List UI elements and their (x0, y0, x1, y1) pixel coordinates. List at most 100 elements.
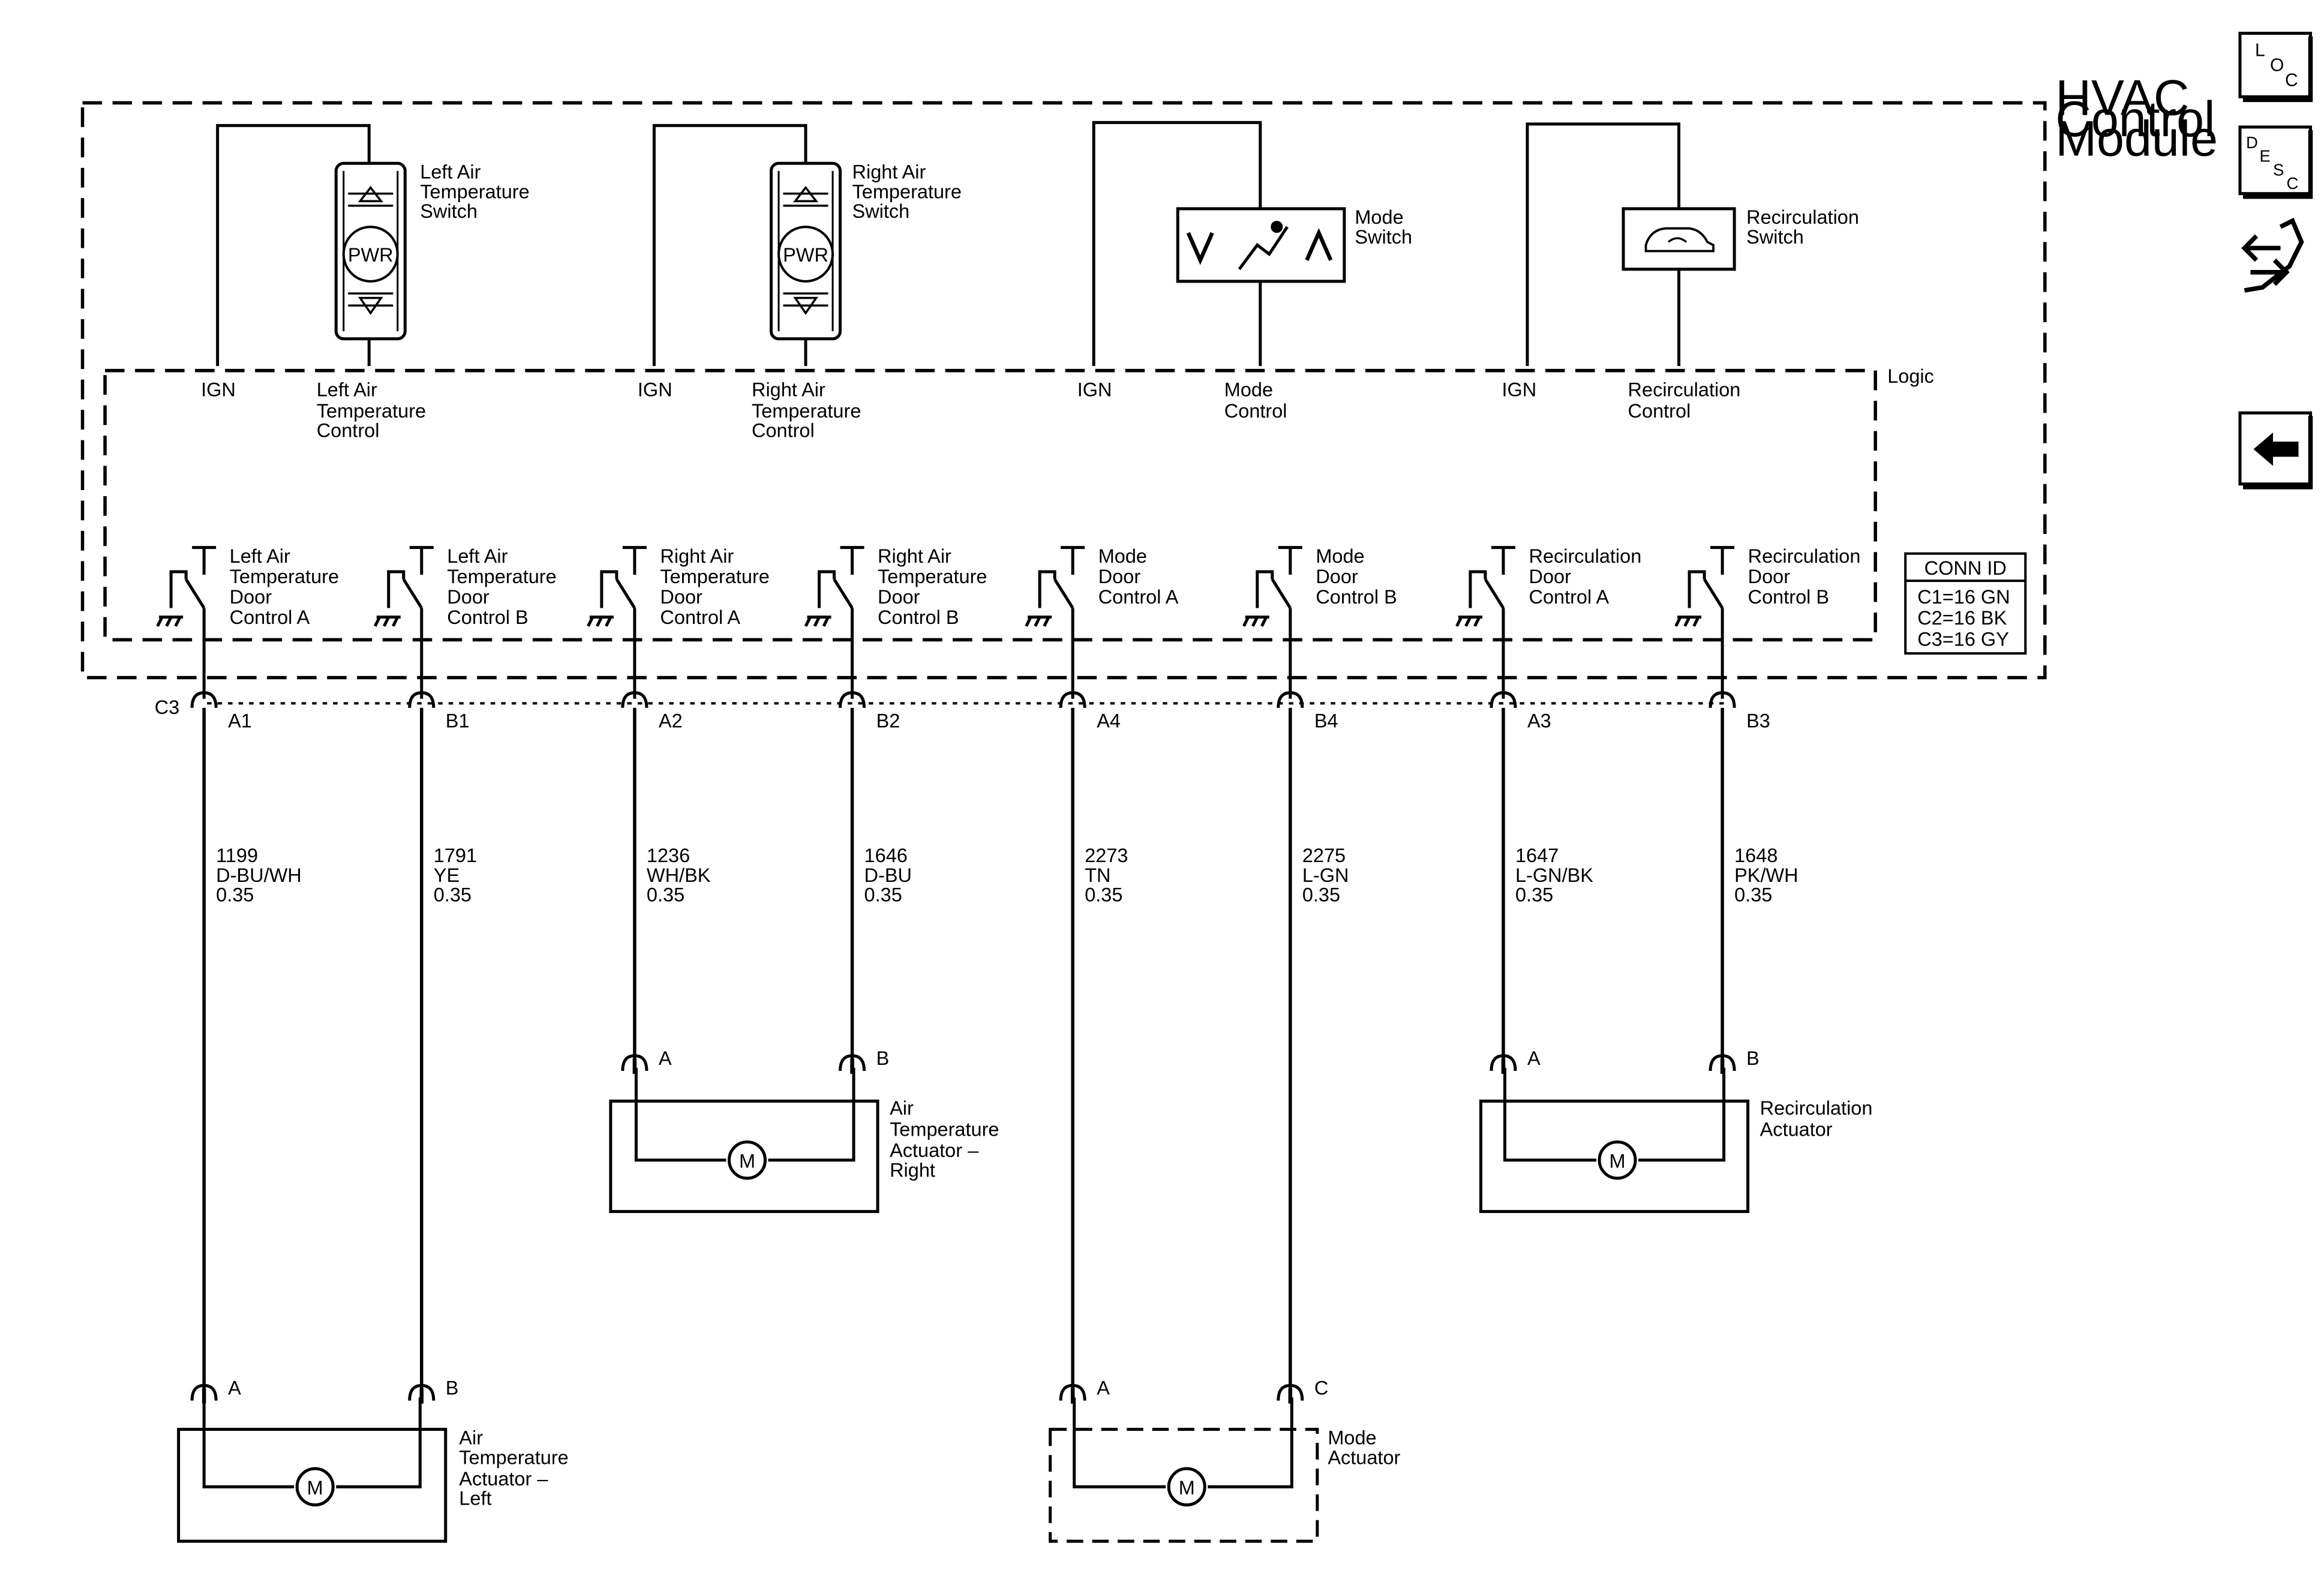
wire-gauge: 0.35 (1515, 883, 1553, 905)
loc-letter: C (2285, 71, 2298, 91)
logic-input-labels: IGN Left Air Temperature Control IGN Rig… (201, 378, 1740, 441)
right-control-label-line: Control (752, 419, 815, 441)
right-actuator-name-line: Right (890, 1158, 935, 1181)
load-connector-pin (1490, 1054, 1517, 1071)
recirculation-actuator-name-line: Recirculation (1760, 1097, 1873, 1119)
location-button[interactable]: L O C (2238, 31, 2313, 103)
driver-ground-lead (600, 570, 618, 608)
load-connector-pin (1709, 1054, 1736, 1071)
module-name: HVAC Control Module (2055, 70, 2218, 166)
recirculation-ign-label: IGN (1502, 378, 1536, 400)
driver-supply (1278, 546, 1302, 572)
c3-pin-label: A1 (228, 710, 252, 732)
load-connector-pin (190, 1383, 218, 1401)
load-pin-label: C (1314, 1376, 1328, 1398)
door-control-label: Door (1748, 565, 1791, 587)
c3-pin-label: A2 (659, 710, 683, 732)
driver-supply (192, 546, 217, 572)
c3-pin-label: B3 (1746, 710, 1770, 732)
driver-blade (1484, 571, 1505, 678)
left-switch-name-line: Switch (420, 200, 478, 222)
ground-symbol (1674, 616, 1702, 627)
mode-actuator (1049, 1397, 1319, 1543)
air-temperature-actuator-left (177, 1397, 448, 1543)
left-control-label-line: Temperature (317, 400, 426, 422)
recirculation-actuator (1479, 1067, 1750, 1213)
motor-symbol: M (1610, 1149, 1626, 1172)
door-control-label: Control B (447, 606, 528, 628)
door-control-driver (374, 546, 436, 708)
door-control-label: Temperature (660, 565, 769, 587)
left-actuator-name-line: Actuator – (459, 1467, 548, 1490)
right-ign-label: IGN (638, 378, 672, 400)
load-pin-label: B (1746, 1047, 1759, 1069)
circuit-number: 1199 (216, 844, 258, 866)
left-switch-button-text: PWR (348, 244, 394, 266)
motor-symbol: M (1179, 1476, 1195, 1499)
door-control-label: Door (1529, 565, 1571, 587)
load-connector-pin (621, 1054, 648, 1071)
wire-color: PK/WH (1734, 864, 1798, 886)
wire-color: YE (434, 864, 460, 886)
wire-color: D-BU/WH (216, 864, 302, 886)
ground-symbol (1242, 616, 1269, 627)
door-control-label: Door (1098, 565, 1141, 587)
recirculation-switch (1526, 122, 1736, 367)
left-control-label-line: Left Air (317, 378, 377, 400)
hvac-control-module-boundary (80, 101, 2047, 680)
door-control-label: Door (447, 586, 490, 608)
circuit-number: 2273 (1085, 844, 1128, 866)
right-switch-name-line: Temperature (852, 180, 962, 202)
desc-letter: D (2246, 133, 2258, 152)
connector-c3-label: C3 (155, 696, 180, 718)
c3-pin-label: B1 (446, 710, 470, 732)
motor-symbol: M (739, 1149, 755, 1172)
driver-blade (402, 571, 424, 678)
recirculation-switch-name-line: Recirculation (1746, 206, 1859, 228)
driver-blade (1053, 571, 1074, 678)
driver-ground-lead (1469, 570, 1487, 608)
door-control-label: Door (1316, 565, 1358, 587)
load-connector-pin (1059, 1383, 1086, 1401)
right-actuator-name-line: Actuator – (890, 1139, 979, 1161)
wire-gauge: 0.35 (864, 883, 902, 905)
c3-pin-label: A3 (1527, 710, 1551, 732)
mode-switch (1092, 121, 1346, 367)
circuit-number: 2275 (1302, 844, 1346, 866)
driver-ground-lead (818, 570, 836, 608)
right-air-temperature-switch (652, 124, 842, 367)
left-ign-label: IGN (201, 378, 236, 400)
load-pin-label: A (228, 1376, 241, 1398)
back-arrow-icon[interactable] (2238, 411, 2313, 490)
mode-actuator-name-line: Actuator (1328, 1446, 1400, 1468)
recirculation-switch-name-line: Switch (1746, 226, 1804, 248)
door-control-label: Control B (878, 606, 959, 628)
door-control-label: Temperature (878, 565, 987, 587)
door-control-label: Recirculation (1529, 545, 1641, 567)
door-control-label: Mode (1098, 545, 1147, 567)
driver-blade (833, 571, 854, 678)
wire-color: L-GN/BK (1515, 864, 1593, 886)
door-control-label: Control A (1098, 586, 1179, 608)
module-name-line: Module (2055, 110, 2218, 166)
wire-color: WH/BK (647, 864, 711, 886)
air-temperature-actuator-right (609, 1067, 879, 1213)
recirculation-control-label-line: Recirculation (1628, 378, 1741, 400)
loc-letter: L (2255, 40, 2265, 60)
right-switch-name-line: Right Air (852, 160, 926, 182)
right-control-label-line: Temperature (752, 400, 861, 422)
right-switch-button-text: PWR (783, 244, 828, 266)
driver-supply (840, 546, 864, 572)
ground-symbol (804, 616, 831, 627)
description-button[interactable]: D E S C (2238, 125, 2313, 199)
loc-letter: O (2270, 55, 2284, 75)
ground-symbol (374, 616, 401, 627)
circuit-number: 1647 (1515, 844, 1559, 866)
left-control-label-line: Control (317, 419, 380, 441)
door-control-label: Mode (1316, 545, 1364, 567)
left-actuator-name-line: Temperature (459, 1446, 568, 1468)
right-actuator-name-line: Air (890, 1097, 914, 1119)
c3-pin-label: A4 (1097, 710, 1121, 732)
connector-view-icon[interactable] (2241, 217, 2304, 293)
